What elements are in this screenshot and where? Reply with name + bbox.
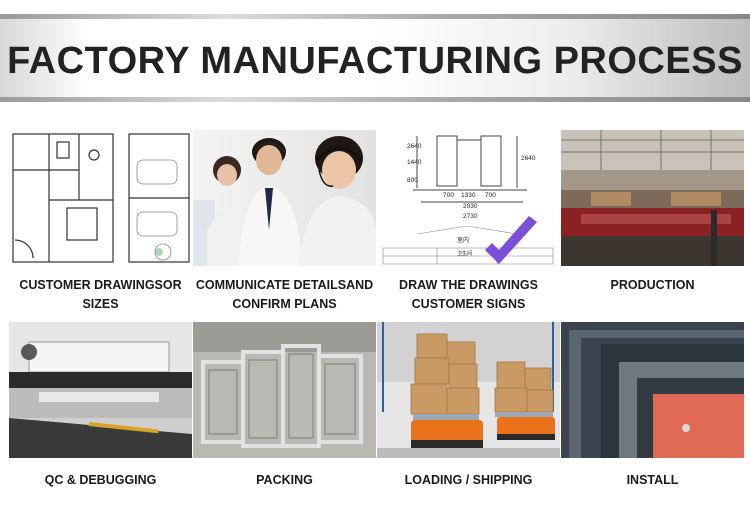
dim-top-2: 1330 bbox=[461, 192, 476, 199]
dim-right: 2640 bbox=[521, 155, 536, 162]
dim-left-2: 1440 bbox=[407, 159, 422, 166]
call-center-image bbox=[193, 130, 376, 266]
production-warehouse-image bbox=[561, 130, 744, 266]
caption-packing: PACKING bbox=[256, 473, 313, 487]
caption-communicate-details: COMMUNICATE DETAILSAND CONFIRM PLANS bbox=[195, 278, 374, 311]
dim-left-3: 800 bbox=[407, 177, 418, 184]
checkmark-icon bbox=[485, 216, 537, 264]
page-title: FACTORY MANUFACTURING PROCESS bbox=[7, 40, 743, 82]
drawing-room-label: 卫生间 bbox=[457, 250, 472, 257]
dim-total-1: 2030 bbox=[463, 203, 478, 210]
drawing-table-title: 室内 bbox=[457, 236, 469, 244]
qc-machine-image bbox=[9, 322, 192, 458]
caption-draw-drawings: DRAW THE DRAWINGS CUSTOMER SIGNS bbox=[399, 278, 538, 311]
banner-top-rule bbox=[0, 14, 750, 19]
title-banner: FACTORY MANUFACTURING PROCESS bbox=[0, 14, 750, 102]
caption-qc-debugging: QC & DEBUGGING bbox=[44, 473, 157, 487]
install-frame-image bbox=[561, 322, 744, 458]
technical-drawing-image: 700 1330 700 2030 2730 2640 1440 800 264… bbox=[377, 130, 560, 266]
caption-production: PRODUCTION bbox=[610, 278, 695, 292]
floor-plan-image bbox=[9, 130, 192, 266]
dim-top-3: 700 bbox=[485, 192, 496, 199]
dim-total-2: 2730 bbox=[463, 213, 478, 220]
caption-customer-drawings: CUSTOMER DRAWINGSOR SIZES bbox=[19, 278, 182, 311]
loading-robots-image bbox=[377, 322, 560, 458]
caption-install: INSTALL bbox=[626, 473, 679, 487]
packing-frames-image bbox=[193, 322, 376, 458]
caption-loading-shipping: LOADING / SHIPPING bbox=[404, 473, 533, 487]
dim-left-1: 2640 bbox=[407, 143, 422, 150]
dim-top-1: 700 bbox=[443, 192, 454, 199]
banner-bottom-rule bbox=[0, 97, 750, 102]
